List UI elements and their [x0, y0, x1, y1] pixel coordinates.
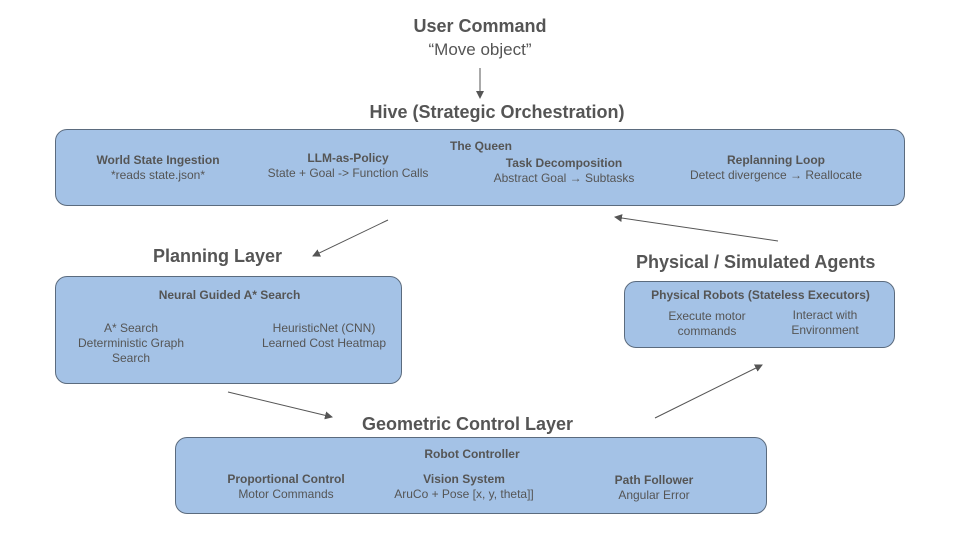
interact-with-environment: Interact with Environment [765, 308, 885, 338]
replanning-loop-subtitle: Detect divergence → Reallocate [689, 168, 863, 182]
neural-astar-box-title: Neural Guided A* Search [158, 288, 301, 302]
robot-controller-box-title: Robot Controller [424, 447, 520, 461]
llm-as-policy: LLM-as-Policy State + Goal -> Function C… [253, 151, 443, 181]
proportional-control-title: Proportional Control [227, 472, 345, 486]
llm-as-policy-subtitle: State + Goal -> Function Calls [267, 166, 429, 180]
task-decomposition-title: Task Decomposition [505, 156, 623, 170]
llm-as-policy-title: LLM-as-Policy [307, 151, 389, 165]
astar-search-line2: Deterministic Graph [77, 336, 185, 350]
vision-system-subtitle: AruCo + Pose [x, y, theta]] [394, 487, 534, 501]
vision-system: Vision System AruCo + Pose [x, y, theta]… [374, 472, 554, 502]
control-title: Geometric Control Layer [362, 414, 574, 434]
hive-title: Hive (Strategic Orchestration) [369, 102, 625, 122]
path-follower-subtitle: Angular Error [618, 488, 690, 502]
path-follower: Path Follower Angular Error [589, 473, 719, 503]
execute-motor-line2: commands [677, 324, 737, 338]
task-decomposition-subtitle: Abstract Goal → Subtasks [493, 171, 635, 185]
robot-controller-box: Robot Controller Proportional Control Mo… [175, 437, 767, 514]
execute-motor-line1: Execute motor [668, 309, 746, 323]
physical-robots-box-title: Physical Robots (Stateless Executors) [651, 288, 870, 302]
path-follower-title: Path Follower [614, 473, 694, 487]
world-state-ingestion-subtitle: *reads state.json* [110, 168, 206, 182]
physical-robots-box: Physical Robots (Stateless Executors) Ex… [624, 281, 895, 348]
planning-title: Planning Layer [153, 246, 283, 266]
astar-search: A* Search Deterministic Graph Search [61, 321, 201, 366]
user-command-title: User Command [413, 16, 547, 36]
world-state-ingestion-title: World State Ingestion [96, 153, 220, 167]
queen-box-title: The Queen [449, 139, 512, 153]
arrow-hive-to-planning [312, 219, 389, 257]
arrow-planning-to-control [227, 391, 333, 420]
heuristic-net: HeuristicNet (CNN) Learned Cost Heatmap [249, 321, 399, 351]
arrow-agents-to-hive [614, 214, 779, 242]
astar-search-line1: A* Search [103, 321, 159, 335]
replanning-loop-title: Replanning Loop [727, 153, 825, 167]
world-state-ingestion: World State Ingestion *reads state.json* [68, 153, 248, 183]
task-decomposition: Task Decomposition Abstract Goal → Subta… [474, 156, 654, 186]
heuristic-net-line2: Learned Cost Heatmap [261, 336, 387, 350]
agents-title: Physical / Simulated Agents [636, 252, 876, 272]
replanning-loop: Replanning Loop Detect divergence → Real… [676, 153, 876, 183]
execute-motor-commands: Execute motor commands [647, 309, 767, 339]
queen-box: The Queen World State Ingestion *reads s… [55, 129, 905, 206]
heuristic-net-line1: HeuristicNet (CNN) [272, 321, 376, 335]
user-command-subtitle: “Move object” [428, 40, 532, 59]
interact-line1: Interact with [792, 308, 858, 322]
neural-astar-box: Neural Guided A* Search A* Search Determ… [55, 276, 402, 384]
vision-system-title: Vision System [423, 472, 505, 486]
astar-search-line3: Search [111, 351, 151, 365]
proportional-control-subtitle: Motor Commands [238, 487, 334, 501]
interact-line2: Environment [791, 323, 859, 337]
arrow-control-to-agents [654, 364, 763, 419]
proportional-control: Proportional Control Motor Commands [206, 472, 366, 502]
